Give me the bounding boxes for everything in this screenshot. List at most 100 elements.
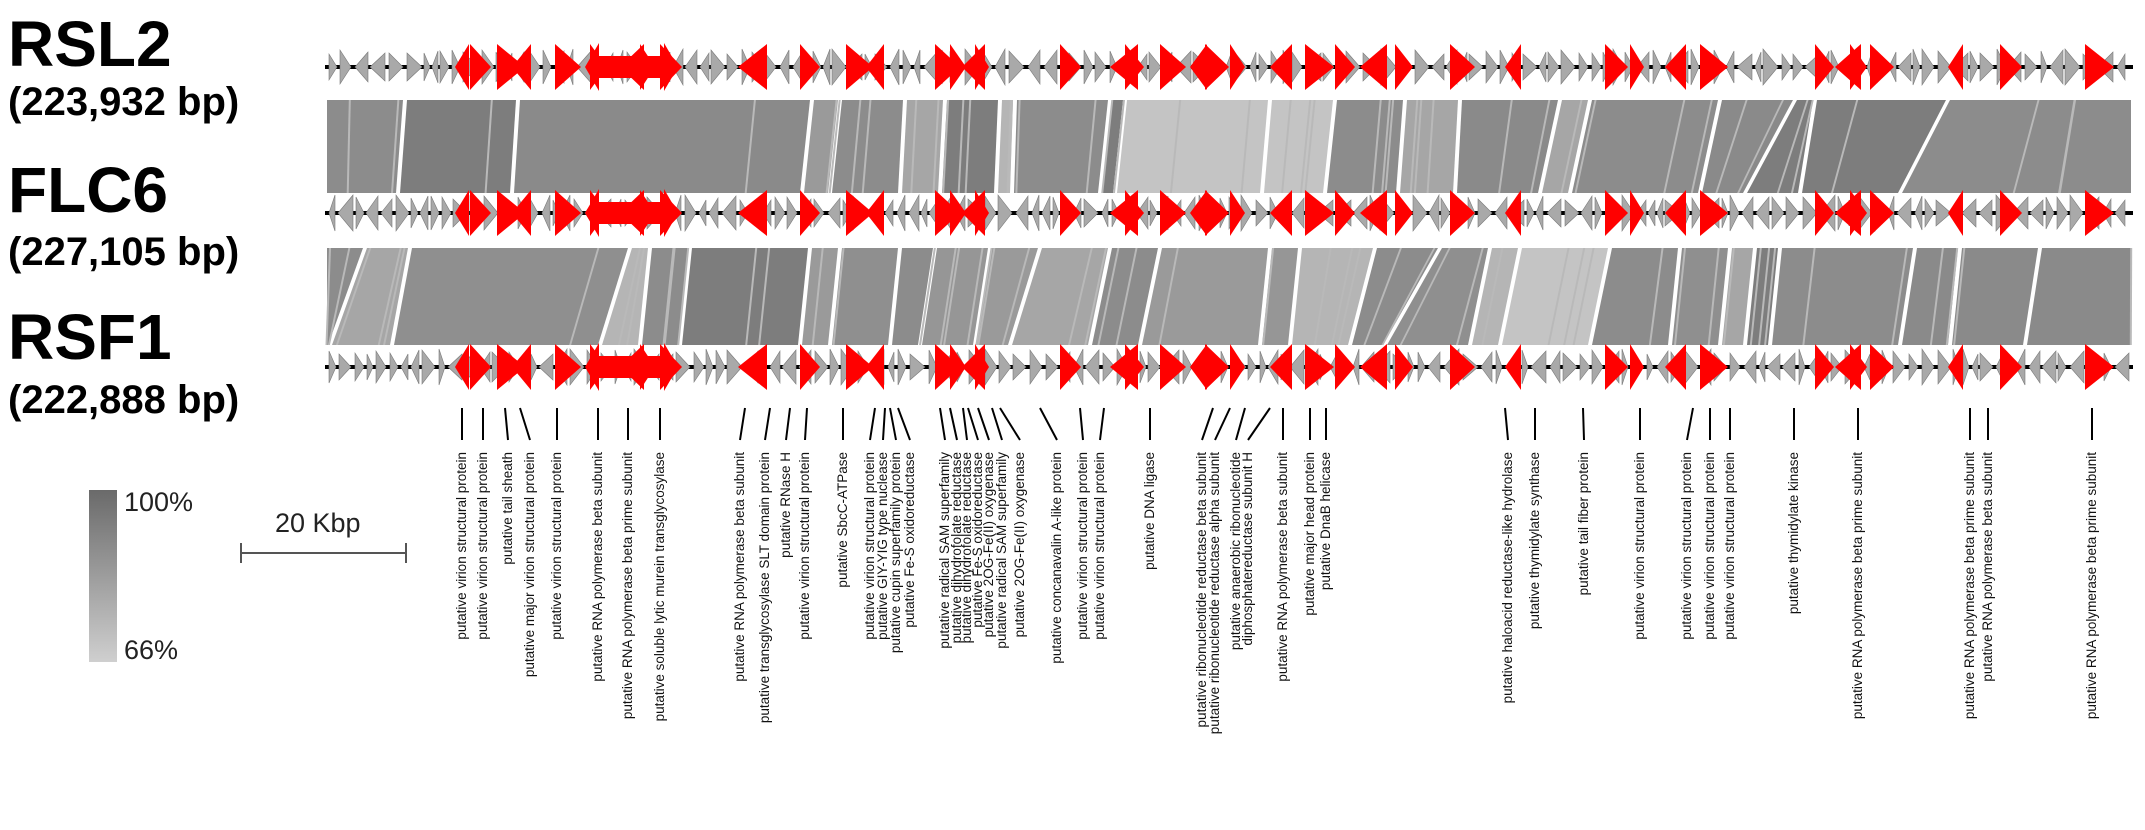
synteny-stripe-flc6-rsf1	[966, 248, 984, 345]
highlight-gene-rsl2	[1948, 44, 1963, 90]
gene-arrow-rsf1	[1352, 348, 1360, 386]
identity-legend	[89, 490, 117, 662]
highlight-gene-flc6	[1870, 190, 1894, 236]
synteny-stripe-flc6-rsf1	[1945, 248, 1959, 345]
synteny-stripe-flc6-rsf1	[1648, 248, 1664, 345]
gene-label: putative dihydrofolate reductase	[949, 452, 964, 643]
gene-label: putative virion structural protein	[1679, 452, 1694, 640]
gene-arrow-rsl2	[423, 52, 431, 82]
genome-name-flc6: FLC6	[8, 154, 168, 226]
gene-label-leader	[519, 407, 531, 441]
genome-tracks	[325, 43, 2133, 391]
gene-label-leader	[1079, 407, 1084, 441]
large-highlight-gene-rsf1	[585, 343, 648, 391]
highlight-gene-rsf1	[1395, 344, 1413, 390]
synteny-stripe-flc6-rsf1	[919, 248, 936, 345]
large-highlight-gene-rsf1	[620, 343, 678, 391]
highlight-gene-rsl2	[1815, 44, 1834, 90]
gene-arrow-flc6	[1924, 197, 1935, 229]
gene-arrow-flc6	[1914, 195, 1923, 231]
highlight-gene-flc6	[555, 190, 581, 236]
gene-arrow-rsf1	[375, 349, 387, 385]
gene-arrow-rsf1	[1937, 349, 1952, 385]
gene-arrow-rsf1	[1084, 349, 1100, 385]
gene-labels: putative virion structural protein putati…	[454, 407, 2099, 734]
gene-arrow-rsl2	[369, 52, 386, 82]
highlight-gene-flc6	[1948, 190, 1963, 236]
highlight-gene-rsl2	[2000, 44, 2022, 90]
synteny-stripe-rsl2-flc6	[2058, 100, 2077, 193]
highlight-gene-flc6	[1450, 190, 1475, 236]
gene-arrow-rsl2	[1414, 49, 1430, 85]
gene-arrow-rsf1	[1102, 352, 1116, 382]
gene-arrow-flc6	[1691, 196, 1702, 230]
scale-bar	[240, 543, 407, 563]
gene-label-leader	[1235, 407, 1246, 441]
gene-label: putative virion structural protein	[797, 452, 812, 640]
synteny-block-rsl2-flc6	[1117, 100, 1268, 193]
gene-arrow-flc6	[1255, 199, 1269, 227]
gene-arrow-rsf1	[1417, 351, 1426, 383]
highlight-gene-flc6	[497, 190, 525, 236]
gene-label: putative concanavalin A-like protein	[1049, 452, 1064, 664]
gene-arrow-rsl2	[1485, 50, 1499, 84]
gene-label: putative anaerobic ribonucleotide	[1228, 452, 1243, 650]
gene-arrow-rsl2	[542, 49, 552, 85]
highlight-gene-rsl2	[470, 44, 491, 90]
synteny-stripe-flc6-rsf1	[626, 248, 646, 345]
highlight-gene-rsf1	[846, 344, 873, 390]
gene-arrow-rsl2	[1969, 50, 1979, 84]
synteny-stripe-rsl2-flc6	[1574, 100, 1597, 193]
gene-arrow-rsl2	[699, 51, 710, 83]
gene-label-leader	[882, 407, 886, 441]
gene-arrow-rsf1	[1743, 350, 1757, 384]
synteny-block-rsl2-flc6	[1264, 100, 1333, 193]
gene-arrow-rsl2	[1291, 51, 1303, 83]
gene-arrow-flc6	[1083, 198, 1099, 228]
synteny-stripe-flc6-rsf1	[1749, 248, 1762, 345]
synteny-stripe-flc6-rsf1	[617, 248, 641, 345]
highlight-gene-flc6	[1160, 190, 1186, 236]
synteny-stripe-rsl2-flc6	[964, 100, 972, 193]
gene-label: putative major head protein	[1302, 452, 1317, 616]
synteny-stripe-rsl2-flc6	[1015, 100, 1021, 193]
genome-size-rsf1: (222,888 bp)	[8, 378, 240, 422]
gene-label: putative virion structural protein	[1632, 452, 1647, 640]
highlight-gene-rsf1	[1665, 344, 1686, 390]
gene-arrow-flc6	[920, 198, 928, 228]
highlight-gene-flc6	[1335, 190, 1355, 236]
gene-arrow-rsl2	[2064, 48, 2081, 86]
gene-arrow-rsf1	[1029, 349, 1043, 385]
gene-arrow-flc6	[774, 195, 786, 231]
gene-arrow-flc6	[1741, 196, 1754, 230]
gene-arrow-rsf1	[2057, 351, 2067, 383]
gene-arrow-rsl2	[1148, 51, 1162, 83]
gene-arrow-rsl2	[1249, 51, 1257, 83]
synteny-stripe-rsl2-flc6	[1384, 100, 1395, 193]
synteny-stripe-flc6-rsf1	[1068, 248, 1093, 345]
synteny-stripe-rsl2-flc6	[484, 100, 493, 193]
highlight-gene-flc6	[1270, 190, 1292, 236]
synteny-block-flc6-rsf1	[1502, 248, 1608, 345]
gene-arrow-rsl2	[1522, 53, 1538, 81]
synteny-stripe-flc6-rsf1	[975, 248, 993, 345]
gene-arrow-flc6	[721, 195, 737, 231]
gene-arrow-flc6	[1802, 196, 1818, 230]
synteny-block-rsl2-flc6	[1400, 100, 1458, 193]
gene-arrow-rsl2	[902, 49, 912, 85]
highlight-gene-rsl2	[1665, 44, 1686, 90]
gene-arrow-flc6	[355, 196, 365, 230]
gene-arrow-flc6	[884, 198, 894, 228]
highlight-gene-flc6	[1700, 190, 1728, 236]
synteny-stripe-rsl2-flc6	[1413, 100, 1423, 193]
highlight-gene-rsl2	[1160, 44, 1186, 90]
synteny-stripe-rsl2-flc6	[1409, 100, 1419, 193]
highlight-gene-rsf1	[800, 344, 820, 390]
synteny-block-flc6-rsf1	[1772, 248, 1913, 345]
gene-arrow-flc6	[541, 194, 551, 232]
identity-max-label: 100%	[124, 487, 194, 517]
highlight-gene-flc6	[1665, 190, 1686, 236]
highlight-gene-rsf1	[1870, 344, 1894, 390]
highlight-gene-flc6	[512, 190, 531, 236]
highlight-gene-rsf1	[1230, 344, 1245, 390]
